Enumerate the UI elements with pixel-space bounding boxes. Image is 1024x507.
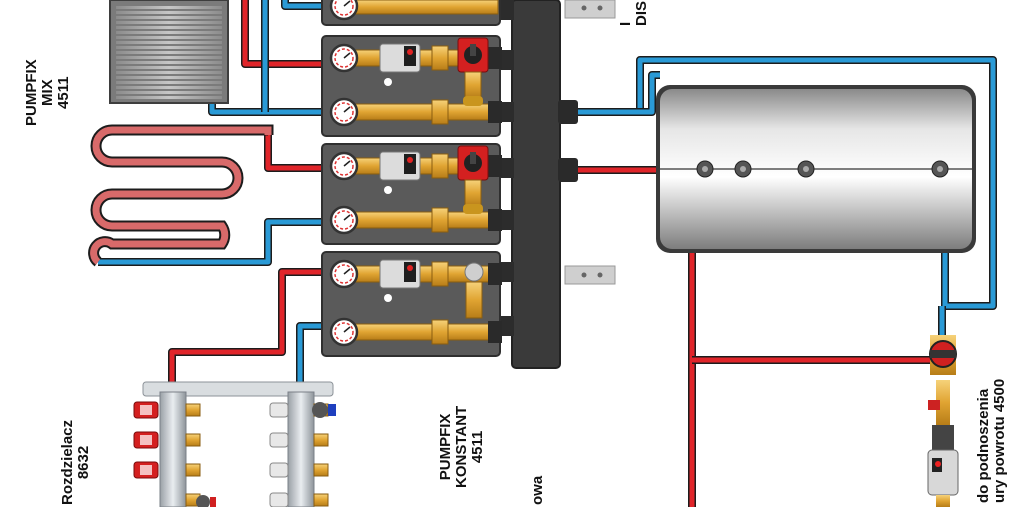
- label-bottom-partial-text: owa: [529, 475, 546, 505]
- brass-pipe: [349, 211, 499, 229]
- label-return-raise-line2: ury powrotu 4500: [991, 378, 1008, 503]
- return-valve-icon: [269, 462, 289, 478]
- label-top-right-partial-line1: I: [617, 21, 634, 26]
- circulation-pump-icon: [379, 43, 421, 73]
- label-top-right-partial-line2: DIS: [633, 0, 650, 26]
- label-rozdzielacz-line1: Rozdzielacz: [59, 419, 76, 505]
- label-rozdzielacz-line2: 8632: [75, 445, 92, 480]
- floor-heating-loop: [88, 124, 274, 267]
- flow-meter-icon: [133, 431, 159, 449]
- label-pumpfix-konstant-line1: PUMPFIX: [437, 413, 454, 481]
- circulation-pump-icon: [379, 151, 421, 181]
- ball-valve-icon: [464, 262, 484, 282]
- label-top-right-partial: I DIS: [617, 0, 650, 26]
- label-return-raise-line1: do podnoszenia: [975, 388, 992, 503]
- circulation-pump-icon: [379, 259, 421, 289]
- return-valve-icon: [269, 402, 289, 418]
- label-pumpfix-mix-line1: PUMPFIX: [23, 59, 40, 126]
- pump-module-konstant: [321, 251, 502, 357]
- label-pumpfix-mix-line3: 4511: [55, 76, 72, 109]
- thermometer-return-icon: [329, 205, 359, 235]
- pipes: [98, 0, 997, 507]
- flow-meter-icon: [133, 461, 159, 479]
- pipe-floor-supply: [264, 135, 330, 172]
- tank-sensor-port-icon: [734, 160, 752, 178]
- floor-manifold: [133, 381, 336, 507]
- mixing-valve-icon: [457, 145, 489, 181]
- pipe-manifold-supply: [168, 268, 330, 392]
- radiator: [109, 0, 229, 104]
- wall-bracket-top: [564, 0, 616, 19]
- thermometer-supply-icon: [329, 43, 359, 73]
- hydraulic-manifold: [498, 0, 616, 369]
- buffer-tank: [656, 85, 976, 253]
- brass-pipe: [349, 323, 499, 341]
- thermometer-supply-icon: [329, 259, 359, 289]
- return-valve-icon: [269, 492, 289, 507]
- label-pumpfix-mix: PUMPFIX MIX 4511: [23, 59, 72, 126]
- return-temperature-raise-group: [927, 335, 959, 507]
- thermometer-supply-icon: [329, 151, 359, 181]
- thermometer-return-icon: [329, 97, 359, 127]
- thermometer-return-icon: [329, 0, 359, 21]
- tank-sensor-port-icon: [696, 160, 714, 178]
- label-pumpfix-mix-line2: MIX: [39, 79, 56, 106]
- mixing-valve-icon: [457, 37, 489, 73]
- brass-pipe: [349, 103, 499, 121]
- wall-bracket-bottom: [564, 265, 616, 285]
- thermometer-return-icon: [329, 317, 359, 347]
- label-pumpfix-konstant-line3: 4511: [469, 430, 486, 464]
- pump-module-mix-radiator: [321, 35, 502, 137]
- label-pumpfix-konstant-line2: KONSTANT: [453, 405, 470, 488]
- label-return-raise-group: do podnoszenia ury powrotu 4500: [975, 378, 1008, 503]
- pump-module-top-partial: [321, 0, 501, 26]
- return-valve-icon: [269, 432, 289, 448]
- label-pumpfix-konstant: PUMPFIX KONSTANT 4511: [437, 405, 486, 488]
- tank-sensor-port-icon: [797, 160, 815, 178]
- label-rozdzielacz: Rozdzielacz 8632: [59, 419, 92, 505]
- tank-sensor-port-icon: [931, 160, 949, 178]
- pump-module-mix-floor: [321, 143, 502, 245]
- flow-meter-icon: [133, 401, 159, 419]
- label-bottom-partial: owa: [529, 475, 546, 505]
